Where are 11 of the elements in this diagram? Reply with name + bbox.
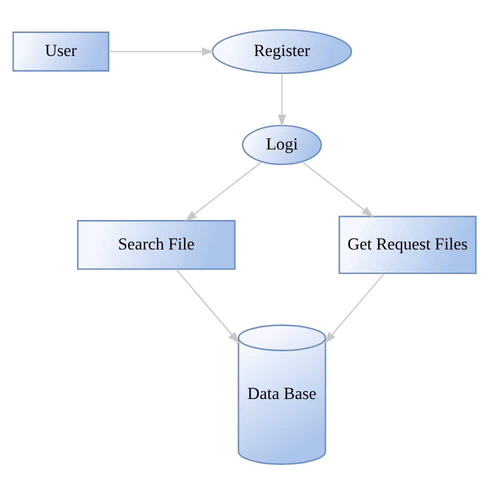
arrow [302, 161, 374, 218]
node-box: User [12, 32, 110, 72]
node-ellipse: Logi [242, 124, 322, 166]
node-box: Search File [77, 220, 236, 270]
node-ellipse: Register [212, 29, 352, 74]
arrow [175, 268, 240, 344]
arrow [108, 47, 214, 56]
arrow [184, 161, 262, 222]
arrow [324, 273, 385, 344]
arrow [278, 73, 286, 127]
node-box: Get Request Files [338, 216, 477, 274]
